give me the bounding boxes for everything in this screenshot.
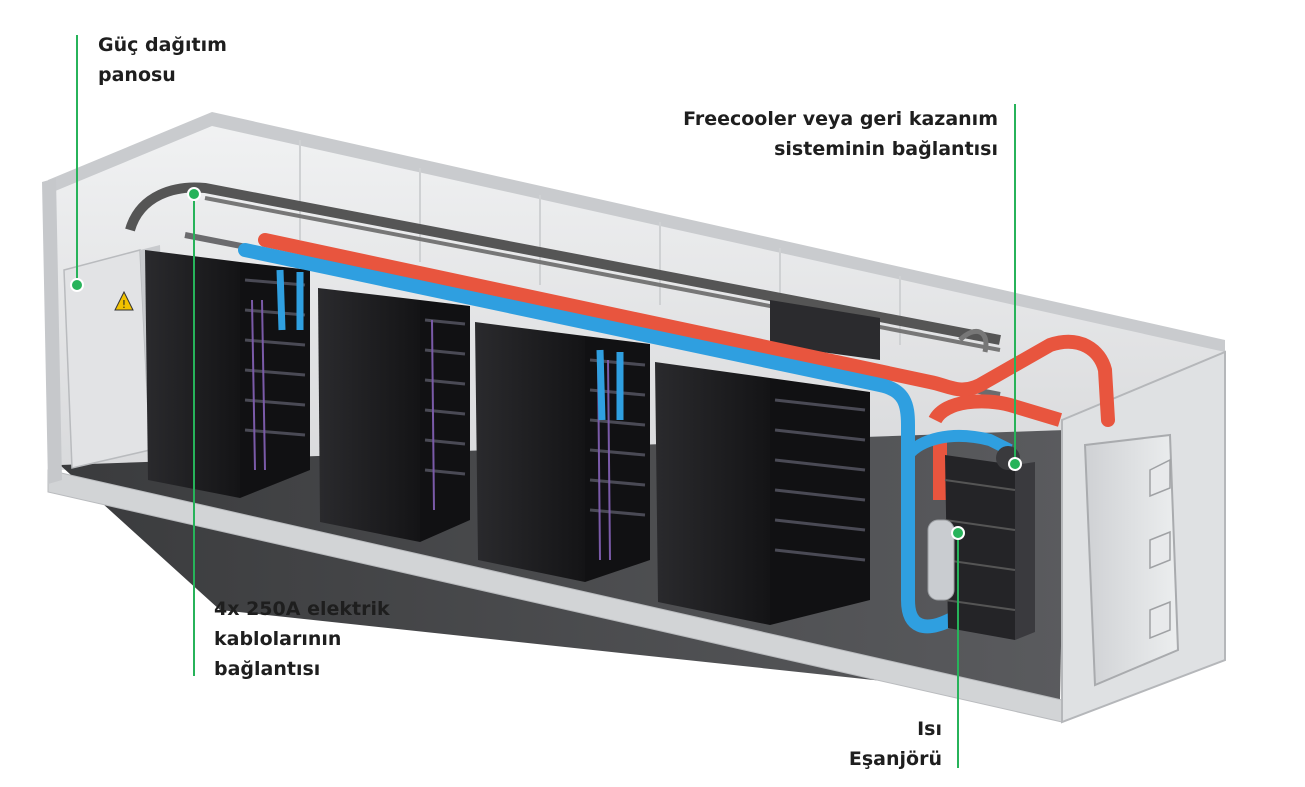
server-rack [770,378,870,625]
server-rack [770,300,880,360]
callout-text: Eşanjörü [848,748,942,770]
callout-label-freecooler: Freecooler veya geri kazanım sisteminin … [683,104,998,164]
callout-label-heat-exchanger: Isı Eşanjörü [849,714,942,774]
server-rack [145,250,240,498]
callout-dot-freecooler [1008,457,1022,471]
wall-ribs [299,140,901,345]
svg-text:!: ! [122,298,126,311]
container-left-frame [42,178,62,484]
callout-text: Isı [917,718,942,740]
server-racks [145,250,880,625]
callout-dot-cables [187,187,201,201]
callout-text: bağlantısı [214,658,321,680]
server-rack [475,322,585,582]
warning-icon [114,290,134,311]
callout-text: kablolarının [214,628,342,650]
callout-text: 4x 250A elektrik [214,598,390,620]
callout-text: sisteminin bağlantısı [774,138,998,160]
door-hinges [1149,458,1171,640]
server-rack [318,288,420,542]
callout-text: Freecooler veya geri kazanım [683,108,998,130]
rack-cable-accents [251,299,611,561]
callout-lines [70,35,1022,768]
callout-dot-power-panel [70,278,84,292]
callout-text: panosu [98,64,176,86]
cold-pipe [238,243,1013,634]
callout-text: Güç dağıtım [98,34,227,56]
server-rack [655,362,770,625]
heat-exchanger [927,446,1035,640]
callout-label-power-panel: Güç dağıtım panosu [98,30,227,90]
server-rack [240,262,310,498]
callout-dot-heat-exchanger [951,526,965,540]
callout-label-cables: 4x 250A elektrik kablolarının bağlantısı [214,594,390,684]
server-rack [420,300,470,542]
hot-pipe [258,233,1115,500]
container-top-rail [48,112,1225,352]
